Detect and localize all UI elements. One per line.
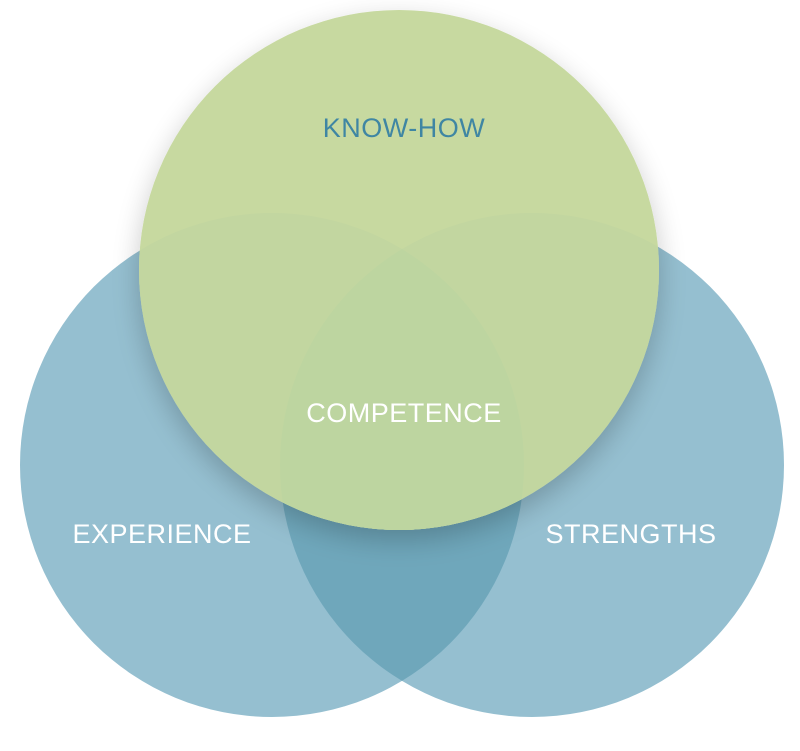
competence-label: COMPETENCE — [306, 398, 502, 428]
strengths-label: STRENGTHS — [545, 519, 716, 549]
experience-label: EXPERIENCE — [72, 519, 251, 549]
know-how-label: KNOW-HOW — [323, 113, 485, 143]
competence-region — [280, 213, 524, 530]
